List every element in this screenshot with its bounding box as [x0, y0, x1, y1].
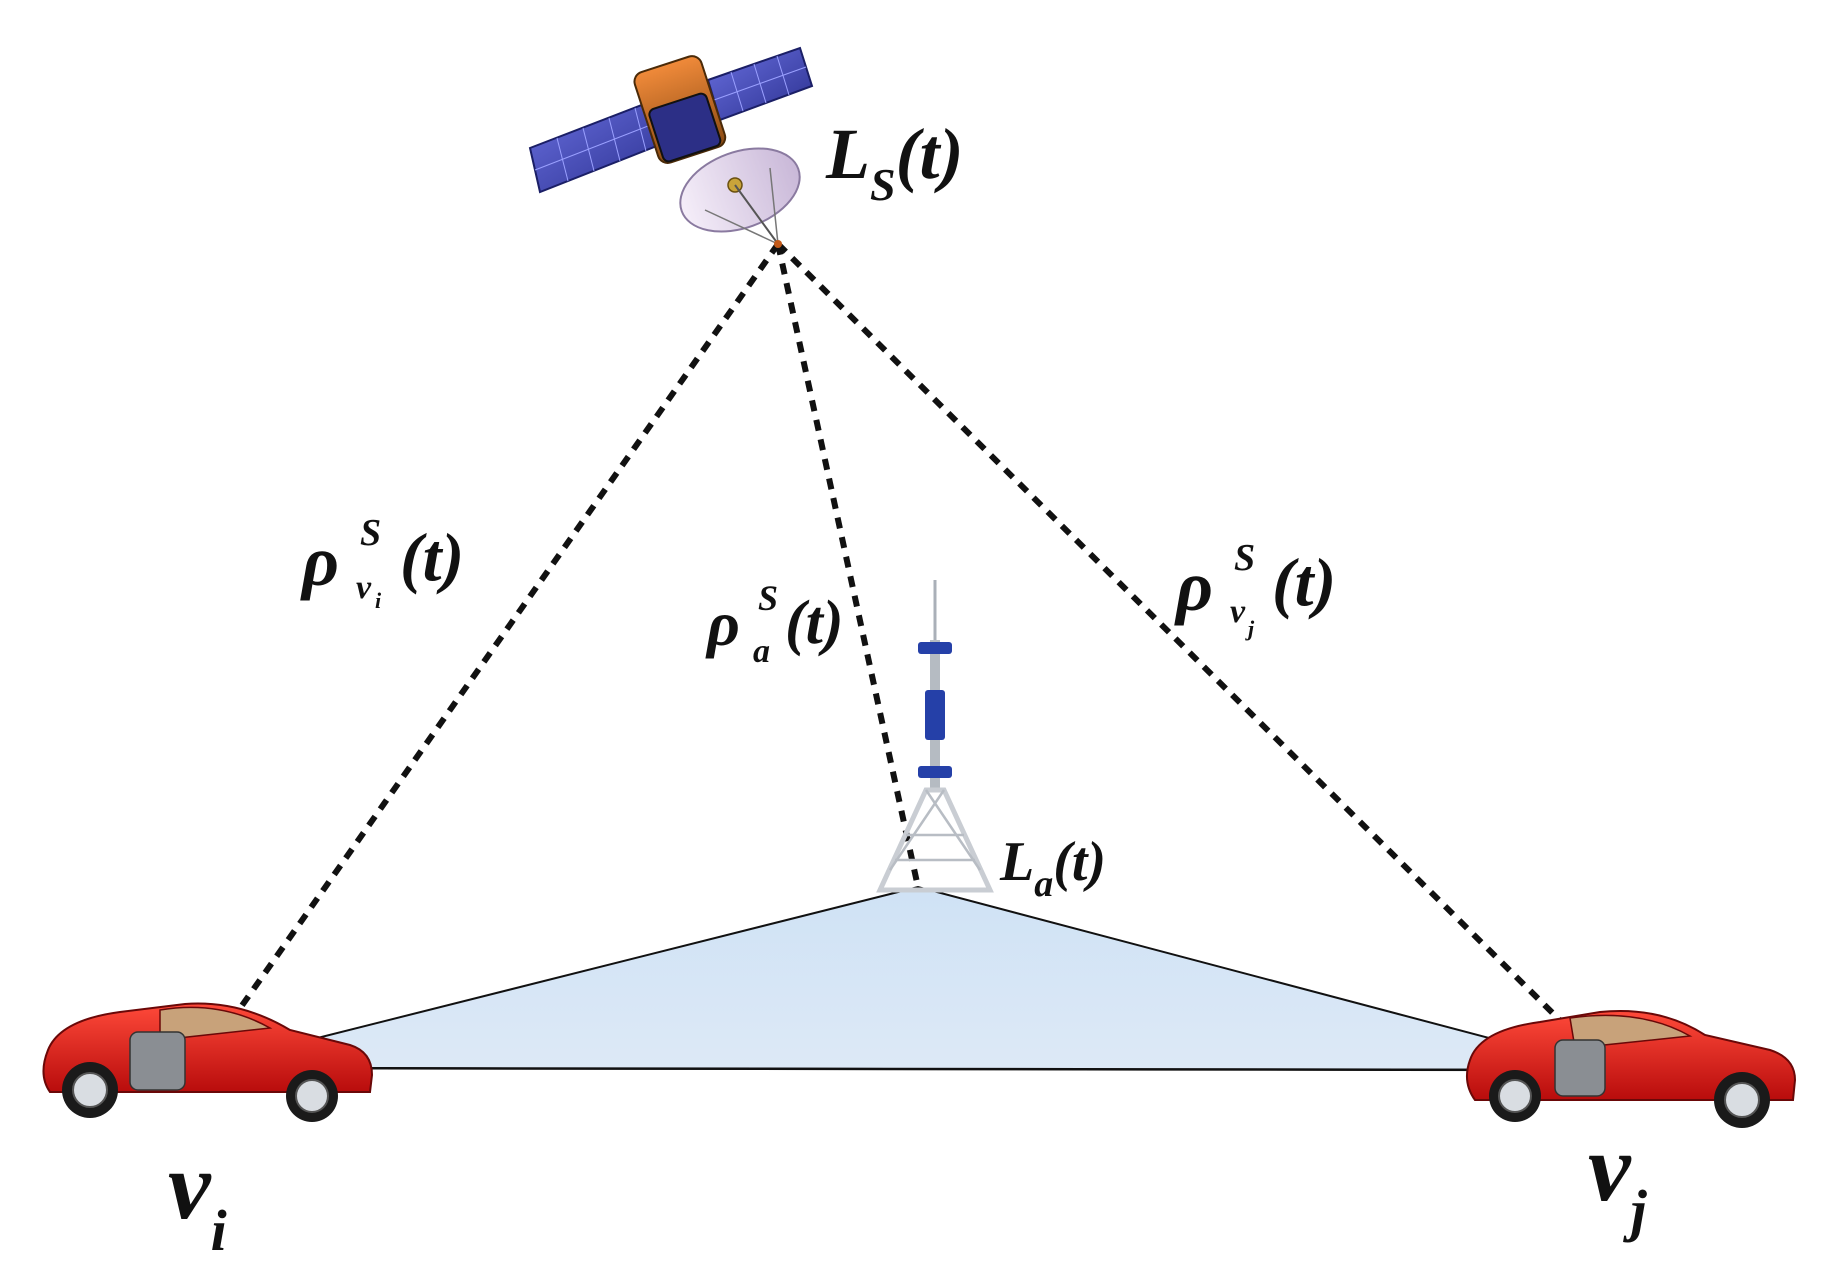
- range-lines: [195, 241, 1613, 1073]
- svg-text:ρ: ρ: [300, 521, 339, 601]
- range-line-anchor: [775, 243, 921, 888]
- svg-text:S: S: [758, 578, 778, 618]
- svg-text:v: v: [1230, 593, 1246, 630]
- svg-text:i: i: [375, 588, 382, 613]
- svg-text:(t): (t): [400, 519, 464, 595]
- svg-text:j: j: [1245, 616, 1255, 641]
- svg-text:S: S: [360, 512, 381, 554]
- label-range-vj: ρ S v j (t): [1174, 537, 1336, 641]
- tower-icon: [876, 580, 994, 893]
- svg-text:ρ: ρ: [705, 588, 740, 659]
- range-line-vi: [195, 242, 781, 1070]
- label-range-vi: ρ S v i (t): [300, 512, 464, 613]
- satellite-icon: [528, 46, 814, 248]
- car-icon: [1465, 1009, 1797, 1128]
- svg-text:v: v: [356, 569, 372, 606]
- label-range-anchor: ρ S a (t): [705, 578, 844, 670]
- svg-text:ρ: ρ: [1174, 546, 1213, 626]
- label-vehicle-j: vj: [1588, 1114, 1648, 1243]
- svg-text:a: a: [753, 633, 770, 670]
- label-satellite-position: LS(t): [825, 114, 964, 210]
- baseline: [197, 1066, 1611, 1072]
- svg-text:S: S: [1234, 537, 1255, 579]
- svg-text:(t): (t): [785, 589, 844, 657]
- car-icon: [42, 1002, 374, 1122]
- range-line-vj: [775, 241, 1613, 1073]
- label-anchor-position: La(t): [999, 831, 1106, 905]
- shaded-triangle: [197, 885, 1611, 1071]
- svg-text:(t): (t): [1272, 544, 1336, 620]
- label-vehicle-i: vi: [168, 1132, 227, 1263]
